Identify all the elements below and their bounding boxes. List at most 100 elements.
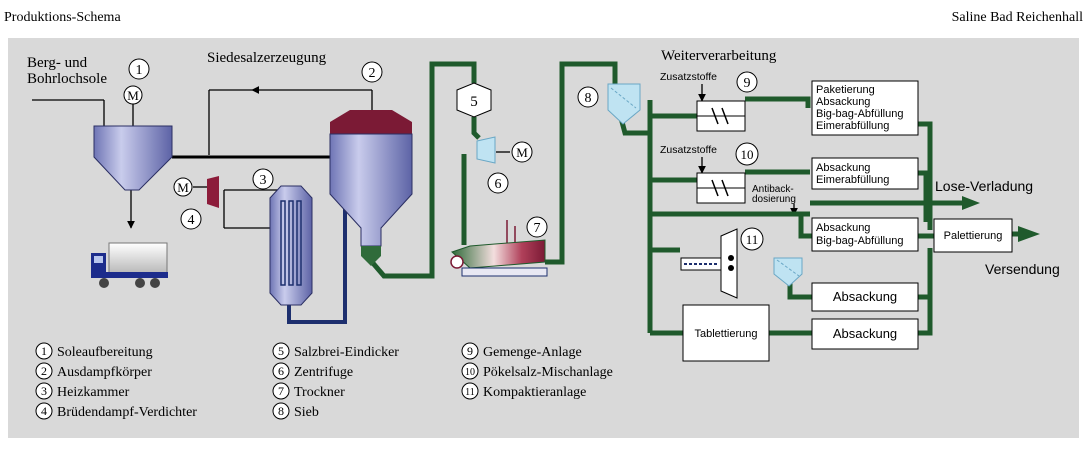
- svg-text:2: 2: [369, 66, 376, 81]
- legend-item-6: 6 Zentrifuge: [272, 362, 353, 380]
- legend-number-2: 2: [41, 364, 47, 378]
- box-absackung-bigbag: [811, 217, 919, 252]
- absackung-b-text: Absackung: [833, 326, 897, 341]
- svg-text:10: 10: [741, 147, 754, 162]
- label-bohrloch: Bohrlochsole: [27, 71, 107, 87]
- versendung-arrow: [1018, 226, 1040, 242]
- thickener: [456, 82, 492, 118]
- marker-11: 11: [740, 227, 764, 251]
- vapour-compressor: [207, 176, 219, 208]
- legend-number-7: 7: [278, 384, 284, 398]
- brine-treatment-vessel: [93, 125, 173, 191]
- legend-marker-10: [461, 362, 479, 380]
- header-company: Saline Bad Reichenhall: [952, 10, 1084, 25]
- process-lines: [32, 84, 798, 229]
- marker-4: 4: [180, 208, 202, 230]
- box2-line2: Eimerabfüllung: [816, 174, 889, 186]
- legend-text-3: Heizkammer: [57, 385, 130, 400]
- diagram-labels: Berg- und Bohrlochsole Siedesalzerzeugun…: [27, 48, 1060, 277]
- box1-line4: Eimerabfüllung: [816, 120, 889, 132]
- box-absackung-eimer: [811, 157, 919, 190]
- sieve-mesh: [610, 87, 637, 109]
- legend-number-6: 6: [278, 364, 284, 378]
- marker-3: 3: [252, 168, 274, 190]
- box-texts: Paketierung Absackung Big-bag-Abfüllung …: [695, 84, 1003, 341]
- label-zusatzstoffe-2: Zusatzstoffe: [660, 144, 717, 156]
- marker-7: 7: [526, 216, 548, 238]
- marker-10: 10: [735, 142, 759, 166]
- palettierung-text: Palettierung: [944, 230, 1003, 242]
- label-lose-verladung: Lose-Verladung: [935, 178, 1033, 194]
- evaporator-top: [330, 110, 412, 134]
- label-berg: Berg- und: [27, 55, 88, 71]
- heating-chamber: [269, 185, 313, 306]
- motor-4-label: M: [177, 180, 189, 195]
- legend-marker-11: [461, 382, 479, 400]
- box-tablettierung: [682, 304, 770, 362]
- motor-6-icon: [511, 141, 533, 163]
- legend-marker-2: [35, 362, 53, 380]
- legend-marker-1: [35, 342, 53, 360]
- compactor: [680, 228, 803, 299]
- legend-text-10: Pökelsalz-Mischanlage: [483, 365, 613, 380]
- legend-number-10: 10: [465, 367, 475, 378]
- label-zusatzstoffe-1: Zusatzstoffe: [660, 71, 717, 83]
- box-absackung-2: [811, 318, 919, 350]
- diagram-markers: 1 2 3 4 6 7 8 9 10 11: [128, 58, 764, 251]
- marker-6: 6: [487, 172, 509, 194]
- header-title: Produktions-Schema: [4, 10, 121, 25]
- motor-1-icon: [123, 85, 143, 105]
- marker-9: 9: [736, 71, 758, 93]
- legend-number-8: 8: [278, 404, 284, 418]
- svg-text:3: 3: [260, 173, 267, 188]
- legend-item-7: 7 Trockner: [272, 382, 345, 400]
- marker-2: 2: [361, 61, 383, 83]
- lose-verladung-arrow: [962, 196, 980, 210]
- legend-text-5: Salzbrei-Eindicker: [294, 345, 399, 360]
- legend-text-6: Zentrifuge: [294, 365, 353, 380]
- legend-marker-6: [272, 362, 290, 380]
- box3-line2: Big-bag-Abfüllung: [816, 235, 903, 247]
- legend-item-4: 4 Brüdendampf-Verdichter: [35, 402, 197, 420]
- legend-text-7: Trockner: [294, 385, 345, 400]
- svg-text:8: 8: [585, 91, 592, 106]
- mixing-unit-10-blades: [711, 179, 729, 197]
- box1-line3: Big-bag-Abfüllung: [816, 108, 903, 120]
- evaporator-bottom: [361, 246, 381, 266]
- legend-text-9: Gemenge-Anlage: [483, 345, 582, 360]
- svg-text:6: 6: [495, 177, 502, 192]
- packaging-boxes: [682, 80, 1013, 362]
- legend-text-4: Brüdendampf-Verdichter: [57, 405, 197, 420]
- legend-marker-5: [272, 342, 290, 360]
- centrifuge: [476, 136, 496, 164]
- legend-marker-4: [35, 402, 53, 420]
- legend-item-10: 10 Pökelsalz-Mischanlage: [461, 362, 613, 380]
- legend-text-2: Ausdampfkörper: [57, 365, 152, 380]
- label-weiterverarbeitung: Weiterverarbeitung: [661, 48, 777, 64]
- marker-5-inner: 5: [470, 94, 478, 110]
- legend-marker-8: [272, 402, 290, 420]
- box1-line2: Absackung: [816, 96, 870, 108]
- label-antiback-1: Antiback-: [752, 184, 794, 195]
- marker-1: 1: [128, 58, 150, 80]
- motor-1-label: M: [127, 88, 139, 103]
- label-antiback-2: dosierung: [752, 194, 796, 205]
- legend-marker-3: [35, 382, 53, 400]
- box3-line1: Absackung: [816, 222, 870, 234]
- box1-line1: Paketierung: [816, 84, 875, 96]
- motor-6-label: M: [516, 145, 528, 160]
- svg-text:9: 9: [744, 76, 751, 91]
- sieve: [607, 83, 641, 125]
- legend-text-11: Kompaktieranlage: [483, 385, 586, 400]
- box-absackung-1: [811, 282, 919, 312]
- legend-number-4: 4: [41, 404, 47, 418]
- mixing-unit-9-blades: [711, 107, 729, 125]
- dryer: [450, 220, 548, 277]
- box-paketierung: [811, 80, 919, 136]
- label-versendung: Versendung: [985, 261, 1060, 277]
